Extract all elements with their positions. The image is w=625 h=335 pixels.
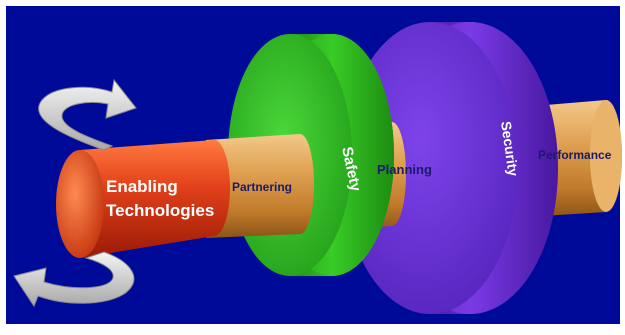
planning-label: Planning — [377, 162, 432, 177]
security-label: Security — [498, 120, 522, 177]
security-disc — [342, 22, 558, 314]
partnering-label: Partnering — [232, 180, 292, 194]
enabling-label-line2: Technologies — [106, 201, 214, 220]
rotation-arrow-bottom-icon — [13, 251, 135, 308]
rotation-arrow-top-icon — [38, 78, 137, 151]
enabling-technologies-cylinder — [56, 140, 230, 258]
performance-label: Performance — [538, 148, 612, 162]
partnering-shaft — [206, 134, 314, 238]
enabling-label-line1: Enabling — [106, 177, 178, 196]
